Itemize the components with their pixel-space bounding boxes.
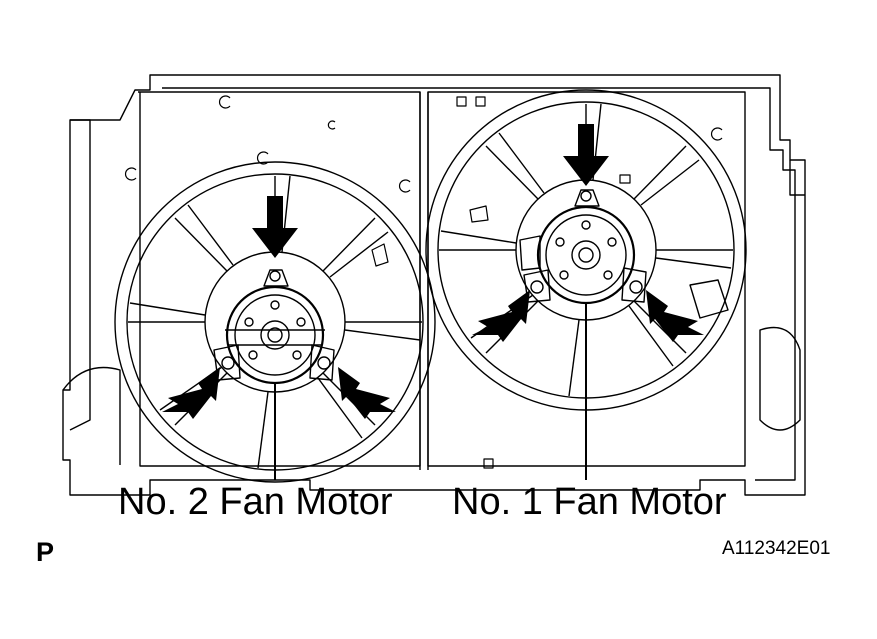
leader-lines bbox=[274, 303, 587, 480]
clips bbox=[125, 95, 723, 469]
clip-icon bbox=[327, 120, 336, 130]
bolt-icon bbox=[580, 190, 592, 202]
clip-icon bbox=[399, 179, 411, 193]
bolt-icon bbox=[629, 280, 643, 294]
clip-icon bbox=[711, 127, 723, 141]
no1-fan-motor-label: No. 1 Fan Motor bbox=[452, 481, 727, 523]
arrow-icon bbox=[338, 367, 396, 419]
arrow-icon bbox=[646, 290, 704, 342]
arrow-icon bbox=[252, 196, 298, 258]
bolt-icon bbox=[269, 270, 281, 282]
clip-icon bbox=[456, 96, 467, 107]
shroud-left-tab bbox=[62, 366, 121, 465]
shroud-left-bracket bbox=[69, 119, 91, 431]
clip-icon bbox=[219, 95, 231, 109]
clip-icon bbox=[469, 205, 489, 223]
clip-icon bbox=[483, 458, 494, 469]
clip-icon bbox=[257, 151, 269, 165]
fan-2-ring-outer bbox=[114, 161, 436, 483]
fan-1-top-tab bbox=[574, 189, 600, 207]
arrow-icon bbox=[563, 124, 609, 186]
fan-shroud bbox=[62, 74, 806, 496]
clip-icon bbox=[475, 96, 486, 107]
shroud-right-tab bbox=[759, 326, 801, 431]
fan-2-motor-bracket bbox=[225, 329, 325, 346]
fan-2-bolts bbox=[213, 270, 335, 381]
clip-icon bbox=[125, 167, 137, 181]
fan-2-hub-mount bbox=[204, 251, 346, 393]
fan-1-motor bbox=[519, 189, 636, 305]
arrow-icon bbox=[472, 290, 530, 342]
fan-2-blades bbox=[128, 175, 422, 469]
shroud-inner-edge bbox=[162, 87, 796, 481]
fan-1-side-bracket bbox=[689, 279, 729, 319]
shroud-divider bbox=[419, 92, 429, 470]
fan-2-top-tab bbox=[263, 269, 289, 287]
clip-icon bbox=[371, 243, 389, 267]
fan-2-motor bbox=[225, 269, 325, 385]
no2-fan-motor-label: No. 2 Fan Motor bbox=[118, 481, 393, 523]
bolt-icon bbox=[530, 280, 544, 294]
bolt-icon bbox=[221, 356, 235, 370]
arrow-icon bbox=[162, 367, 220, 419]
figure-id: A112342E01 bbox=[722, 538, 831, 559]
view-code: P bbox=[36, 537, 55, 567]
clip-icon bbox=[619, 174, 631, 184]
bolt-icon bbox=[317, 356, 331, 370]
arrows bbox=[162, 124, 704, 419]
shroud-right-step bbox=[789, 160, 805, 196]
